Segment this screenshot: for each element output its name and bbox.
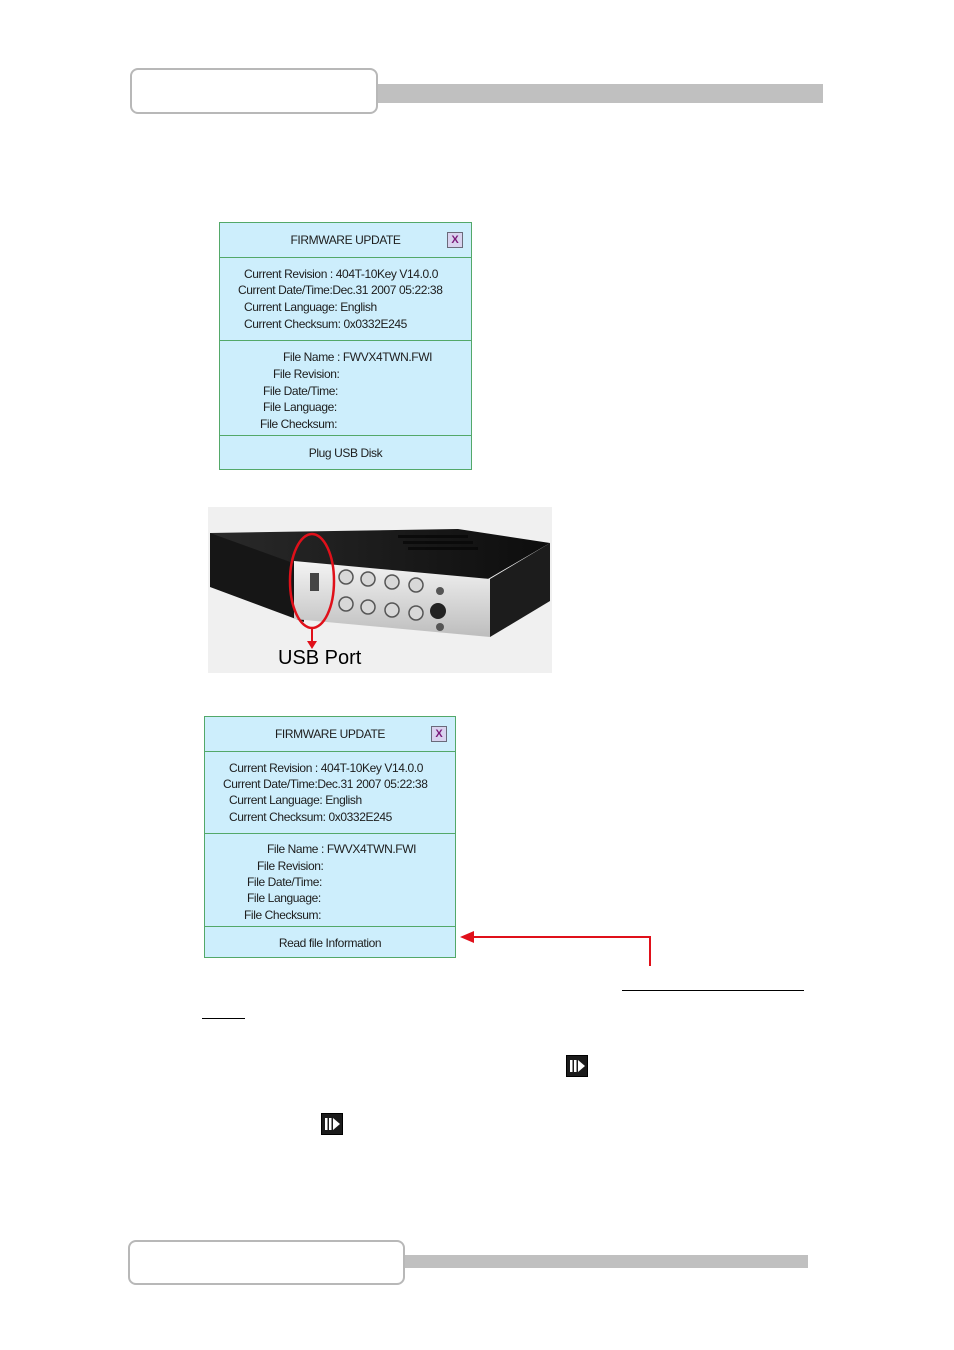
file-datetime: File Date/Time: (247, 875, 322, 889)
step-play-icon (321, 1113, 343, 1135)
current-revision: Current Revision : 404T-10Key V14.0.0 (229, 761, 423, 775)
current-datetime: Current Date/Time:Dec.31 2007 05:22:38 (238, 283, 443, 297)
usb-port-label: USB Port (278, 647, 362, 669)
file-name: File Name : FWVX4TWN.FWI (267, 842, 417, 856)
dvr-device-image (210, 529, 550, 649)
file-language: File Language: (263, 400, 337, 414)
current-checksum: Current Checksum: 0x0332E245 (244, 317, 407, 331)
close-button[interactable]: X (447, 232, 463, 248)
status-line: Read file Information (278, 936, 382, 950)
close-button[interactable]: X (431, 726, 447, 742)
firmware-update-dialog-top: FIRMWARE UPDATE X Current Revision : 404… (219, 222, 472, 470)
header-bar (378, 84, 823, 103)
status-line: Plug USB Disk (308, 446, 383, 460)
dvr-device-photo: USB Port (208, 507, 552, 673)
file-info-section: File Name : FWVX4TWN.FWI File Revision: … (205, 834, 455, 927)
file-info-section: File Name : FWVX4TWN.FWI File Revision: … (220, 341, 471, 436)
file-checksum: File Checksum: (260, 417, 338, 431)
file-revision: File Revision: (257, 859, 324, 873)
callout-arrowhead-icon (460, 931, 474, 943)
current-language: Current Language: English (244, 300, 377, 314)
file-datetime: File Date/Time: (263, 384, 338, 398)
file-name: File Name : FWVX4TWN.FWI (283, 350, 433, 364)
current-revision: Current Revision : 404T-10Key V14.0.0 (244, 267, 438, 281)
current-info-section: Current Revision : 404T-10Key V14.0.0 Cu… (205, 751, 455, 834)
file-language: File Language: (247, 891, 321, 905)
file-revision: File Revision: (273, 367, 340, 381)
callout-arrow-horizontal (472, 936, 651, 938)
header-tab-box (130, 68, 378, 114)
firmware-update-dialog-bottom: FIRMWARE UPDATE X Current Revision : 404… (204, 716, 456, 958)
footer-bar (405, 1255, 808, 1268)
step-play-icon (566, 1055, 588, 1077)
footer-tab-box (128, 1240, 405, 1285)
file-checksum: File Checksum: (244, 908, 322, 922)
underline-2 (202, 1018, 245, 1019)
dialog-title: FIRMWARE UPDATE (205, 717, 455, 752)
underline-1 (622, 990, 804, 991)
callout-arrow-vertical (649, 936, 651, 966)
current-checksum: Current Checksum: 0x0332E245 (229, 810, 392, 824)
current-datetime: Current Date/Time:Dec.31 2007 05:22:38 (223, 777, 428, 791)
dialog-title: FIRMWARE UPDATE (220, 223, 471, 258)
current-info-section: Current Revision : 404T-10Key V14.0.0 Cu… (220, 257, 471, 341)
current-language: Current Language: English (229, 793, 362, 807)
